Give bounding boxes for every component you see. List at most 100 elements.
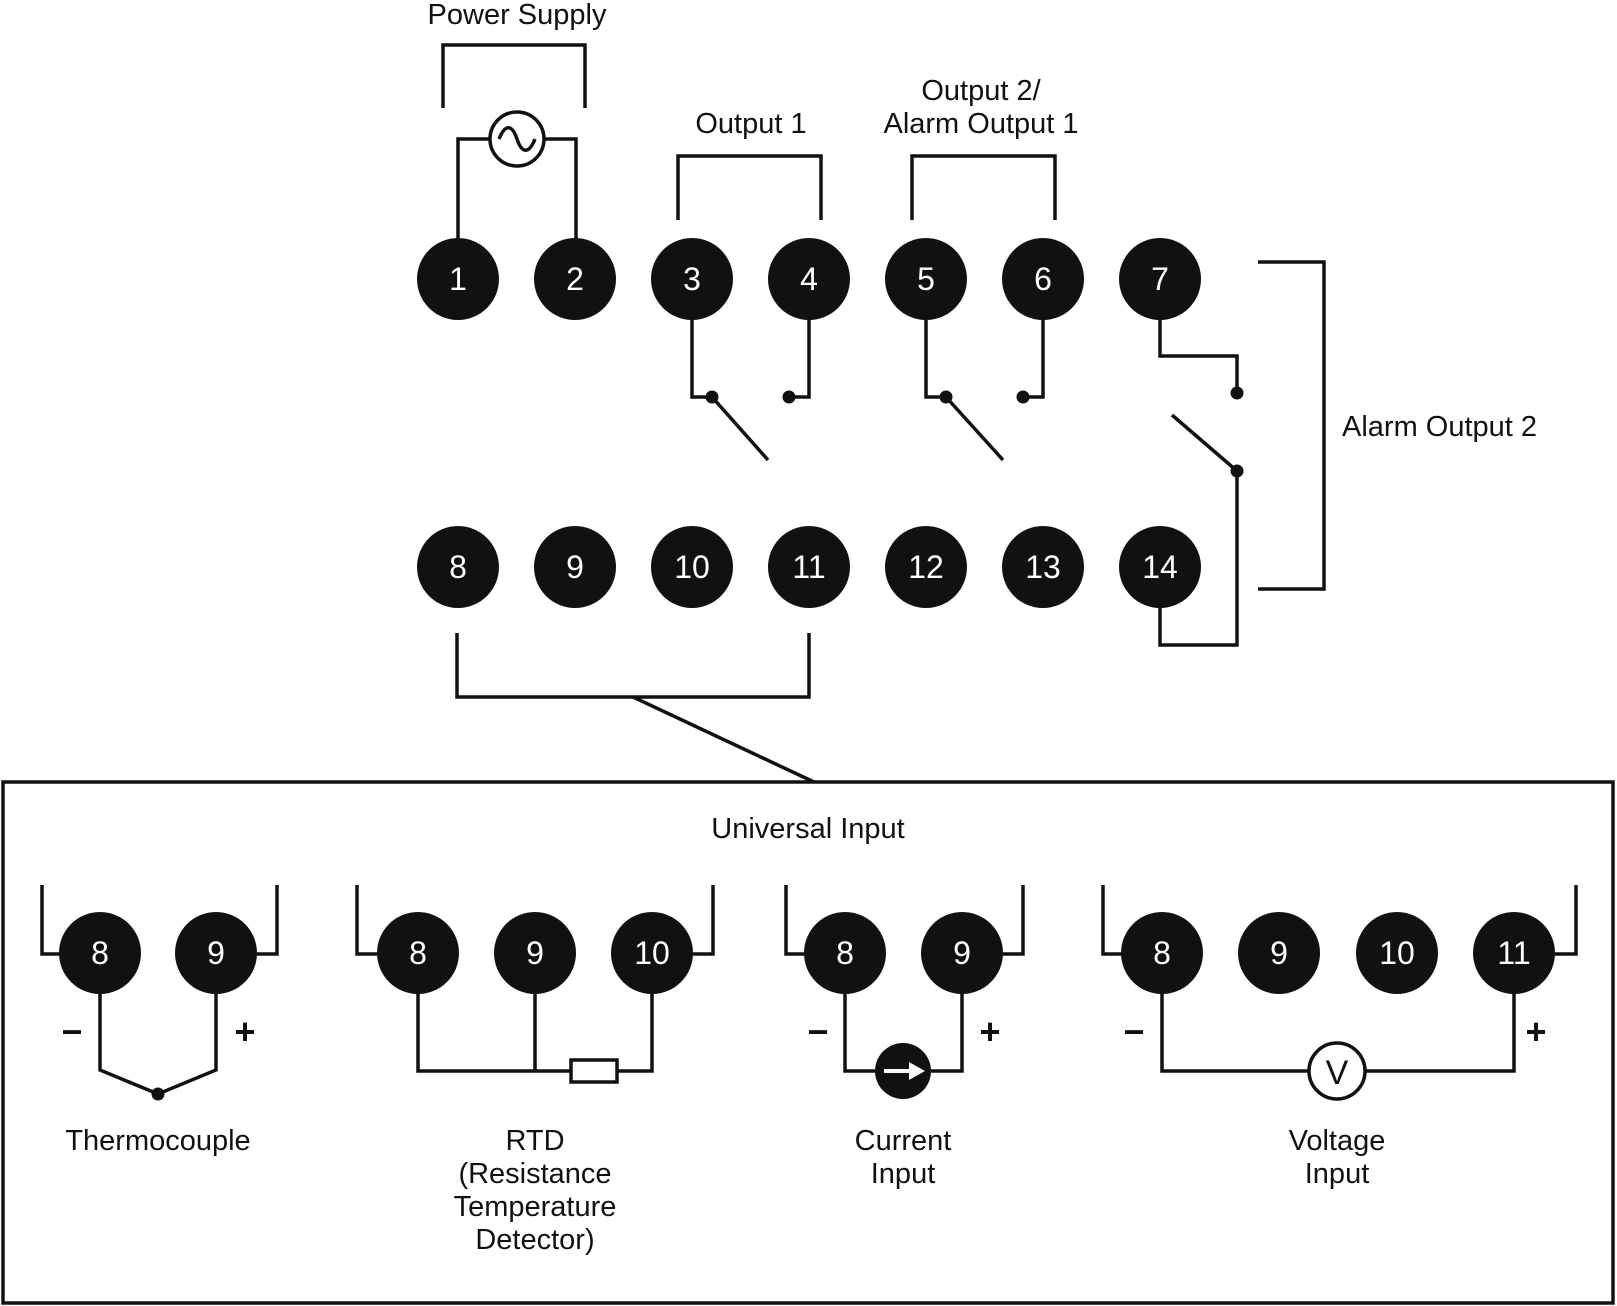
terminal-13: 13 [1002, 526, 1084, 608]
terminal-number: 9 [953, 935, 971, 971]
universal-input-connector [632, 695, 815, 784]
plus-sign: + [979, 1011, 1000, 1052]
current-input-group: 8 9 − + Current Input [784, 885, 1025, 1190]
rtd-wire-right [617, 990, 654, 1073]
terminal-number: 10 [1379, 935, 1415, 971]
voltage-bracket-left [1101, 885, 1122, 956]
voltage-label-line2: Input [1305, 1158, 1370, 1190]
universal-input-box [1, 780, 1615, 1305]
rtd-label-line1: RTD [505, 1125, 564, 1157]
current-terminal-9: 9 [921, 912, 1003, 994]
relay-3-wire-bottom [1158, 471, 1239, 647]
voltmeter-icon: V [1307, 1041, 1367, 1101]
terminal-row-top: 1 2 3 4 5 6 7 [417, 238, 1201, 320]
voltage-terminal-11: 11 [1473, 912, 1555, 994]
power-supply-group: Power Supply [428, 0, 607, 246]
relay-2-switch-arm [944, 395, 1005, 462]
power-wire-1 [456, 137, 489, 246]
voltage-input-group: V 8 9 10 11 − + Voltage Input [1101, 885, 1578, 1190]
relay-3-wire-top [1158, 318, 1239, 393]
voltage-bracket-right [1555, 885, 1578, 956]
output-1-label: Output 1 [695, 108, 806, 140]
terminal-number: 7 [1151, 261, 1169, 297]
terminal-number: 10 [634, 935, 670, 971]
relay-2-wire-no [1023, 300, 1045, 399]
power-wire-2 [545, 137, 578, 246]
current-wire-left [843, 990, 875, 1073]
plus-sign: + [234, 1011, 255, 1052]
terminal-7: 7 [1119, 238, 1201, 320]
relay-3-contact [1230, 386, 1244, 400]
voltage-label-line1: Voltage [1289, 1125, 1386, 1157]
terminal-3: 3 [651, 238, 733, 320]
terminal-2: 2 [534, 238, 616, 320]
thermocouple-junction [151, 1087, 165, 1101]
terminal-number: 8 [836, 935, 854, 971]
rtd-label-line3: Temperature [454, 1191, 617, 1223]
terminal-number: 5 [917, 261, 935, 297]
voltage-terminal-8: 8 [1121, 912, 1203, 994]
rtd-label-line4: Detector) [475, 1224, 594, 1256]
terminal-1: 1 [417, 238, 499, 320]
voltage-wire-right [1365, 990, 1516, 1073]
thermocouple-terminal-8: 8 [59, 912, 141, 994]
voltage-terminal-9: 9 [1238, 912, 1320, 994]
output-1-group: Output 1 [676, 108, 823, 462]
minus-sign: − [1123, 1011, 1144, 1052]
alarm-output-2-bracket [1258, 260, 1326, 591]
terminal-number: 11 [792, 549, 825, 585]
terminal-number: 9 [1270, 935, 1288, 971]
thermocouple-bracket-left [40, 885, 60, 956]
rtd-label-line2: (Resistance [458, 1158, 611, 1190]
power-supply-label: Power Supply [428, 0, 607, 31]
terminal-number: 3 [683, 261, 701, 297]
terminal-number: 12 [908, 549, 944, 585]
relay-2-wire-com [924, 300, 946, 399]
terminal-5: 5 [885, 238, 967, 320]
voltage-wire-left [1160, 990, 1309, 1073]
terminal-number: 2 [566, 261, 584, 297]
terminal-number: 8 [1153, 935, 1171, 971]
relay-1-wire-com [690, 300, 712, 399]
rtd-terminal-10: 10 [611, 912, 693, 994]
current-terminal-8: 8 [804, 912, 886, 994]
current-label-line1: Current [855, 1125, 952, 1157]
alarm-output-2-group: Alarm Output 2 [1158, 260, 1537, 647]
output-2-bracket [910, 154, 1057, 220]
terminal-12: 12 [885, 526, 967, 608]
rtd-group: 8 9 10 RTD (Resistance Temperature Detec… [355, 885, 715, 1256]
relay-3-switch-arm [1170, 413, 1239, 473]
terminal-number: 8 [409, 935, 427, 971]
output-2-label-line1: Output 2/ [921, 75, 1041, 107]
thermocouple-group: 8 9 − + Thermocouple [40, 885, 279, 1157]
universal-input-bracket [455, 633, 811, 699]
current-bracket-left [784, 885, 806, 956]
rtd-bracket-right [693, 885, 715, 956]
plus-sign: + [1525, 1011, 1546, 1052]
rtd-terminal-8: 8 [377, 912, 459, 994]
terminal-11: 11 [768, 526, 850, 608]
terminal-4: 4 [768, 238, 850, 320]
power-supply-bracket [441, 43, 587, 108]
output-2-label-line2: Alarm Output 1 [883, 108, 1078, 140]
voltage-terminal-10: 10 [1356, 912, 1438, 994]
minus-sign: − [61, 1011, 82, 1052]
terminal-number: 13 [1025, 549, 1061, 585]
terminal-number: 1 [449, 261, 467, 297]
thermocouple-wire [98, 990, 218, 1096]
terminal-9: 9 [534, 526, 616, 608]
terminal-number: 8 [449, 549, 467, 585]
terminal-number: 9 [566, 549, 584, 585]
terminal-number: 4 [800, 261, 818, 297]
rtd-terminal-9: 9 [494, 912, 576, 994]
terminal-8: 8 [417, 526, 499, 608]
terminal-10: 10 [651, 526, 733, 608]
terminal-number: 6 [1034, 261, 1052, 297]
current-label-line2: Input [871, 1158, 936, 1190]
thermocouple-bracket-right [257, 885, 279, 956]
thermocouple-label: Thermocouple [65, 1125, 250, 1157]
ac-source-icon [488, 110, 546, 168]
alarm-output-2-label: Alarm Output 2 [1342, 411, 1537, 443]
current-wire-right [931, 990, 964, 1073]
